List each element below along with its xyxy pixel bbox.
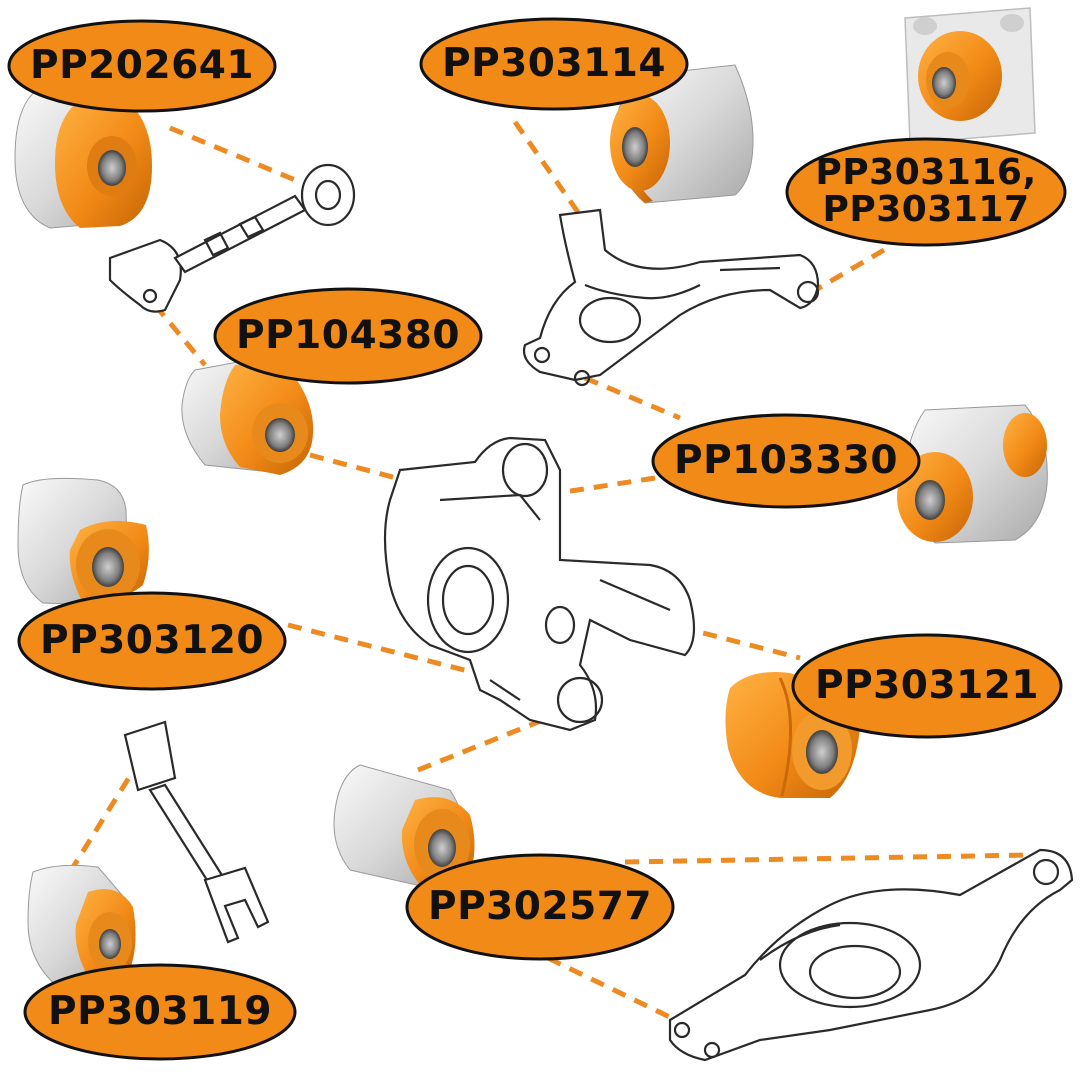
leader-line-pp303116 bbox=[810, 247, 886, 295]
leader-line-pp104380 bbox=[309, 452, 416, 486]
label-text: PP303120 bbox=[40, 618, 264, 664]
link-icon bbox=[123, 720, 270, 944]
bush-icon bbox=[17, 477, 149, 606]
label-pp104380: PP104380 bbox=[212, 286, 484, 386]
label-pp303119: PP303119 bbox=[22, 962, 298, 1062]
label-text: PP104380 bbox=[236, 313, 460, 359]
link-icon bbox=[108, 163, 356, 313]
knuckle-icon bbox=[383, 436, 696, 732]
lower-arm-icon bbox=[668, 848, 1074, 1062]
label-text: PP303114 bbox=[442, 41, 666, 87]
bush-icon bbox=[181, 354, 314, 475]
leader-line-pp202641 bbox=[169, 125, 301, 185]
label-pp303121: PP303121 bbox=[790, 632, 1064, 740]
label-pp303120: PP303120 bbox=[16, 590, 288, 692]
leader-line-pp303119-top bbox=[67, 758, 143, 874]
bush-icon bbox=[610, 64, 754, 204]
label-ellipse bbox=[419, 17, 689, 111]
bush-icon bbox=[333, 764, 475, 889]
leader-line-pp302577-arm bbox=[624, 852, 1031, 865]
leader-line-pp302577-top bbox=[417, 715, 549, 773]
label-ellipse bbox=[651, 413, 921, 509]
bush-icon bbox=[897, 404, 1048, 544]
label-pp103330: PP103330 bbox=[650, 412, 922, 510]
trailing-arm-icon bbox=[522, 208, 820, 387]
leader-line-pp103330-top bbox=[584, 375, 681, 421]
label-pp303116-pp303117: PP303116, PP303117 bbox=[784, 136, 1068, 248]
housing-icon bbox=[904, 7, 1036, 144]
leader-line-pp302577-lower bbox=[546, 955, 682, 1025]
label-ellipse bbox=[213, 287, 483, 385]
label-ellipse bbox=[17, 591, 287, 691]
label-text: PP103330 bbox=[674, 438, 898, 484]
label-text: PP303121 bbox=[815, 663, 1039, 709]
label-ellipse bbox=[7, 19, 277, 113]
label-text: PP202641 bbox=[30, 43, 254, 89]
label-ellipse bbox=[785, 137, 1067, 247]
label-pp303114: PP303114 bbox=[418, 16, 690, 112]
label-ellipse bbox=[23, 963, 297, 1061]
leader-lines bbox=[67, 120, 1031, 1025]
label-text: PP303116, PP303117 bbox=[815, 152, 1037, 230]
label-text: PP303119 bbox=[48, 989, 272, 1035]
leader-line-pp103330 bbox=[544, 475, 656, 498]
leader-line-pp303121 bbox=[679, 624, 801, 661]
label-pp202641: PP202641 bbox=[6, 18, 278, 114]
leader-line-pp303114 bbox=[512, 120, 585, 220]
bush-icon bbox=[27, 864, 136, 988]
label-ellipse bbox=[791, 633, 1063, 739]
label-ellipse bbox=[405, 853, 675, 961]
leader-line-pp303120 bbox=[287, 622, 473, 675]
label-text: PP302577 bbox=[428, 884, 652, 930]
bush-icon bbox=[14, 87, 152, 229]
leader-line-pp202641-arm bbox=[153, 303, 207, 367]
label-pp302577: PP302577 bbox=[404, 852, 676, 962]
